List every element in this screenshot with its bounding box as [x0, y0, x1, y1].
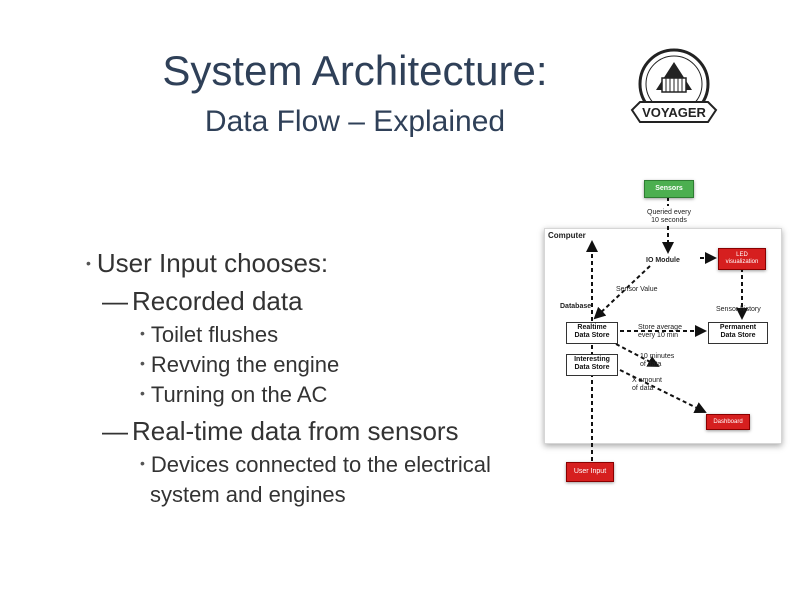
dashboard-box: Dashboard [706, 414, 750, 430]
sensor-history-label: Sensor history [716, 306, 761, 313]
bullet-text: Recorded data [132, 286, 303, 316]
bullet-dash: — [102, 286, 128, 316]
bullet-recorded: —Recorded data [102, 286, 303, 317]
bullet-text: Devices connected to the electrical [150, 452, 491, 477]
bullet-recorded-item: • Toilet flushes [140, 322, 278, 348]
bullet-dot: • [86, 255, 91, 271]
bullet-dot: • [140, 355, 145, 371]
bullet-dot: • [140, 385, 145, 401]
bullet-realtime: —Real-time data from sensors [102, 416, 459, 447]
bullet-realtime-item-cont: system and engines [150, 482, 346, 507]
slide-title: System Architecture: [162, 47, 548, 94]
sensor-value-label: Sensor Value [616, 286, 658, 293]
bullet-dot: • [140, 455, 145, 471]
io-module-label: IO Module [646, 257, 680, 264]
bullet-recorded-item: • Turning on the AC [140, 382, 327, 408]
diagram-arrows [586, 197, 748, 461]
bullet-dot: • [140, 325, 145, 341]
slide-subtitle: Data Flow – Explained [204, 105, 506, 138]
user-input-box: User Input [566, 462, 614, 482]
bullet-dash: — [102, 416, 128, 446]
bullet-user-input: • User Input chooses: [86, 248, 328, 279]
sensors-box: Sensors [644, 180, 694, 198]
bullet-text: Turning on the AC [150, 382, 328, 407]
bullet-realtime-item: • Devices connected to the electrical [140, 452, 491, 478]
computer-label: Computer [548, 231, 586, 240]
logo-wordmark: VOYAGER [642, 105, 706, 120]
voyager-logo: VOYAGER [630, 48, 718, 123]
bullet-text: Toilet flushes [150, 322, 279, 347]
bullet-recorded-item: • Revving the engine [140, 352, 339, 378]
bullet-text: Revving the engine [150, 352, 340, 377]
bullet-text: User Input chooses: [96, 248, 329, 278]
bullet-text: Real-time data from sensors [132, 416, 459, 446]
database-label: Database [560, 303, 592, 310]
